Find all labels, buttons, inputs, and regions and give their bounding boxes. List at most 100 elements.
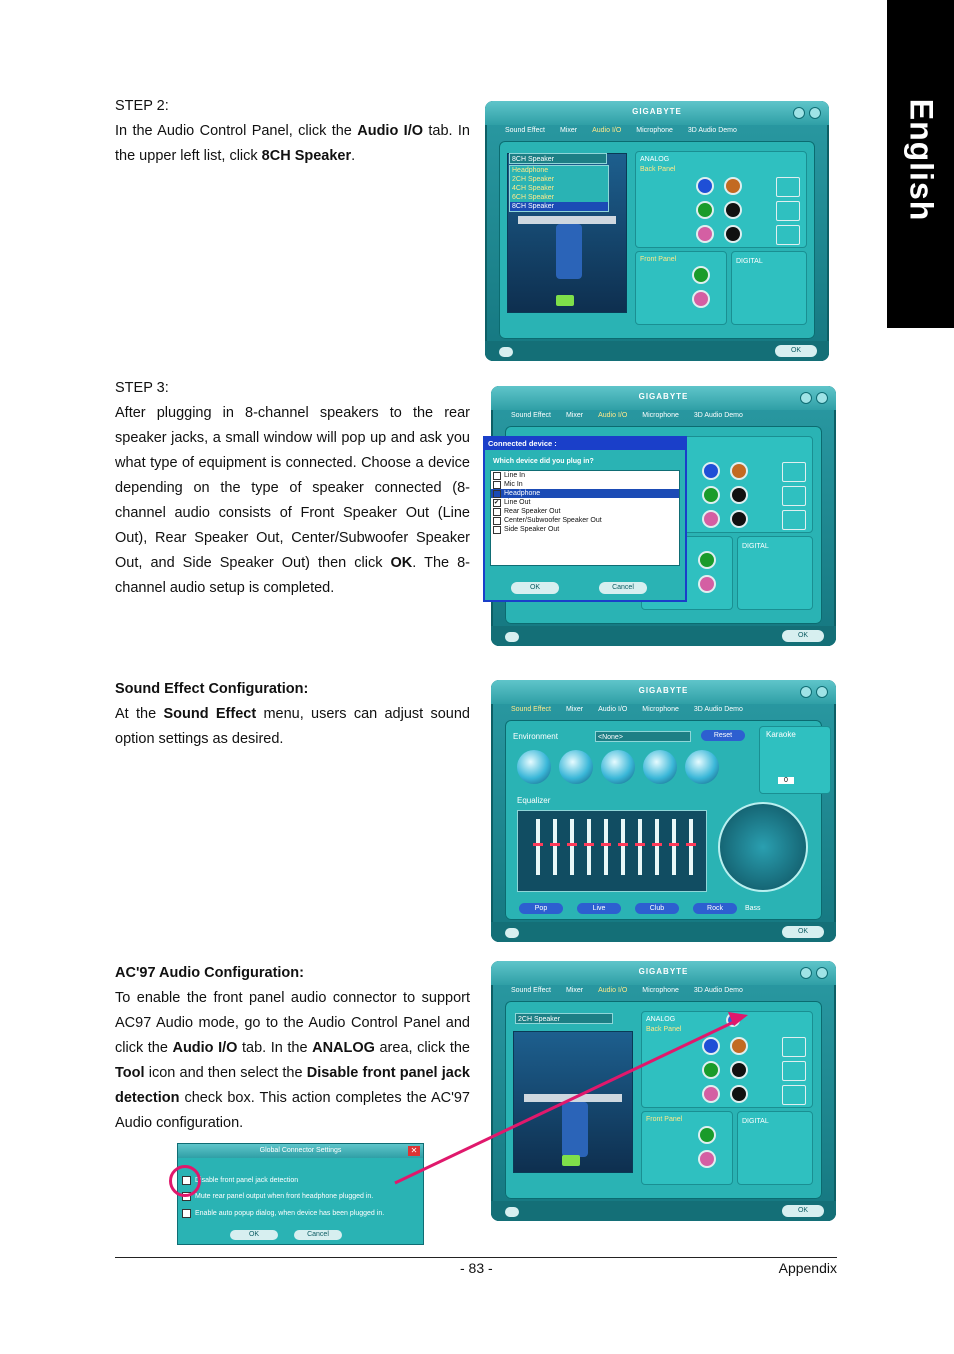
speaker-option[interactable]: 6CH Speaker <box>512 194 555 201</box>
device-row[interactable]: Rear Speaker Out <box>491 507 679 516</box>
tab-sound-effect[interactable]: Sound Effect <box>511 987 551 994</box>
eq-knob[interactable] <box>686 843 696 846</box>
orange-jack-icon[interactable] <box>732 464 746 478</box>
environment-select[interactable]: <None> <box>595 731 691 742</box>
settings-ok-button[interactable]: OK <box>230 1230 278 1240</box>
green-jack-icon[interactable] <box>704 488 718 502</box>
tab-microphone[interactable]: Microphone <box>642 412 679 419</box>
green-jack-icon[interactable] <box>698 203 712 217</box>
green-jack-icon[interactable] <box>700 1128 714 1142</box>
eq-knob[interactable] <box>533 843 543 846</box>
play-button[interactable] <box>556 295 574 306</box>
minimize-icon[interactable] <box>793 107 805 119</box>
preset-club-button[interactable]: Club <box>635 903 679 914</box>
eq-knob[interactable] <box>652 843 662 846</box>
tab-audio-io[interactable]: Audio I/O <box>598 987 628 994</box>
preset-live-button[interactable]: Live <box>577 903 621 914</box>
environment-orb-icon[interactable] <box>559 750 593 784</box>
option-row[interactable]: Enable auto popup dialog, when device ha… <box>182 1209 384 1218</box>
speaker-option[interactable]: 2CH Speaker <box>512 176 555 183</box>
blue-jack-icon[interactable] <box>698 179 712 193</box>
eq-slider[interactable] <box>550 819 560 875</box>
eq-knob[interactable] <box>601 843 611 846</box>
tab-microphone[interactable]: Microphone <box>642 706 679 713</box>
checkbox-icon[interactable] <box>493 507 501 516</box>
eq-slider[interactable] <box>686 819 696 875</box>
eq-slider[interactable] <box>652 819 662 875</box>
ok-button[interactable]: OK <box>782 630 824 642</box>
black-jack-icon[interactable] <box>726 203 740 217</box>
green-jack-icon[interactable] <box>700 553 714 567</box>
tab-mixer[interactable]: Mixer <box>565 706 584 713</box>
close-icon[interactable]: ✕ <box>408 1146 420 1156</box>
environment-orb-icon[interactable] <box>685 750 719 784</box>
tab-microphone[interactable]: Microphone <box>636 127 673 134</box>
tab-audio-io[interactable]: Audio I/O <box>598 412 628 419</box>
dialog-ok-button[interactable]: OK <box>511 582 559 594</box>
green-jack-icon[interactable] <box>704 1063 718 1077</box>
pink-jack-icon[interactable] <box>698 227 712 241</box>
pink-jack-icon[interactable] <box>700 577 714 591</box>
control-wheel[interactable] <box>718 802 808 892</box>
device-row[interactable]: Mic In <box>491 480 679 489</box>
eq-slider[interactable] <box>669 819 679 875</box>
dialog-cancel-button[interactable]: Cancel <box>599 582 647 594</box>
play-button[interactable] <box>562 1155 580 1166</box>
eq-slider[interactable] <box>533 819 543 875</box>
speaker-select[interactable]: 2CH Speaker <box>515 1013 613 1024</box>
green-jack-icon[interactable] <box>694 268 708 282</box>
tab-mixer[interactable]: Mixer <box>559 127 578 134</box>
checkbox-icon[interactable] <box>182 1209 191 1218</box>
ok-button[interactable]: OK <box>782 1205 824 1217</box>
preset-rock-button[interactable]: Rock <box>693 903 737 914</box>
black-jack-icon[interactable] <box>732 512 746 526</box>
black-jack-icon[interactable] <box>732 1087 746 1101</box>
tab-sound-effect[interactable]: Sound Effect <box>505 127 545 134</box>
black-jack-icon[interactable] <box>726 227 740 241</box>
pink-jack-icon[interactable] <box>694 292 708 306</box>
checkbox-checked-icon[interactable]: ✔ <box>493 498 501 507</box>
device-row[interactable]: ✔Line Out <box>491 498 679 507</box>
eq-slider[interactable] <box>618 819 628 875</box>
environment-orb-icon[interactable] <box>601 750 635 784</box>
eq-knob[interactable] <box>635 843 645 846</box>
close-icon[interactable] <box>816 392 828 404</box>
ok-button[interactable]: OK <box>775 345 817 357</box>
eq-knob[interactable] <box>567 843 577 846</box>
speaker-select[interactable]: 8CH Speaker <box>509 153 607 164</box>
bass-select[interactable]: Bass <box>745 905 761 912</box>
karaoke-value[interactable]: 0 <box>778 777 794 784</box>
tab-3d-audio-demo[interactable]: 3D Audio Demo <box>693 706 743 713</box>
environment-orb-icon[interactable] <box>643 750 677 784</box>
tab-audio-io[interactable]: Audio I/O <box>598 706 628 713</box>
pink-jack-icon[interactable] <box>704 1087 718 1101</box>
info-icon[interactable] <box>505 1207 519 1217</box>
info-icon[interactable] <box>505 632 519 642</box>
speaker-option[interactable]: 4CH Speaker <box>512 185 555 192</box>
orange-jack-icon[interactable] <box>732 1039 746 1053</box>
device-row[interactable]: Center/Subwoofer Speaker Out <box>491 516 679 525</box>
orange-jack-icon[interactable] <box>726 179 740 193</box>
info-icon[interactable] <box>505 928 519 938</box>
ok-button[interactable]: OK <box>782 926 824 938</box>
tab-mixer[interactable]: Mixer <box>565 412 584 419</box>
blue-jack-icon[interactable] <box>704 1039 718 1053</box>
tab-3d-audio-demo[interactable]: 3D Audio Demo <box>687 127 737 134</box>
device-row[interactable]: Line In <box>491 471 679 480</box>
checkbox-icon[interactable] <box>493 516 501 525</box>
black-jack-icon[interactable] <box>732 1063 746 1077</box>
checkbox-icon[interactable] <box>493 480 501 489</box>
checkbox-icon[interactable] <box>493 489 501 498</box>
pink-jack-icon[interactable] <box>700 1152 714 1166</box>
close-icon[interactable] <box>816 967 828 979</box>
speaker-option[interactable]: Headphone <box>512 167 549 174</box>
eq-slider[interactable] <box>567 819 577 875</box>
eq-slider[interactable] <box>635 819 645 875</box>
minimize-icon[interactable] <box>800 967 812 979</box>
pink-jack-icon[interactable] <box>704 512 718 526</box>
eq-slider[interactable] <box>584 819 594 875</box>
reset-button[interactable]: Reset <box>701 730 745 741</box>
minimize-icon[interactable] <box>800 686 812 698</box>
black-jack-icon[interactable] <box>732 488 746 502</box>
tab-3d-audio-demo[interactable]: 3D Audio Demo <box>693 987 743 994</box>
